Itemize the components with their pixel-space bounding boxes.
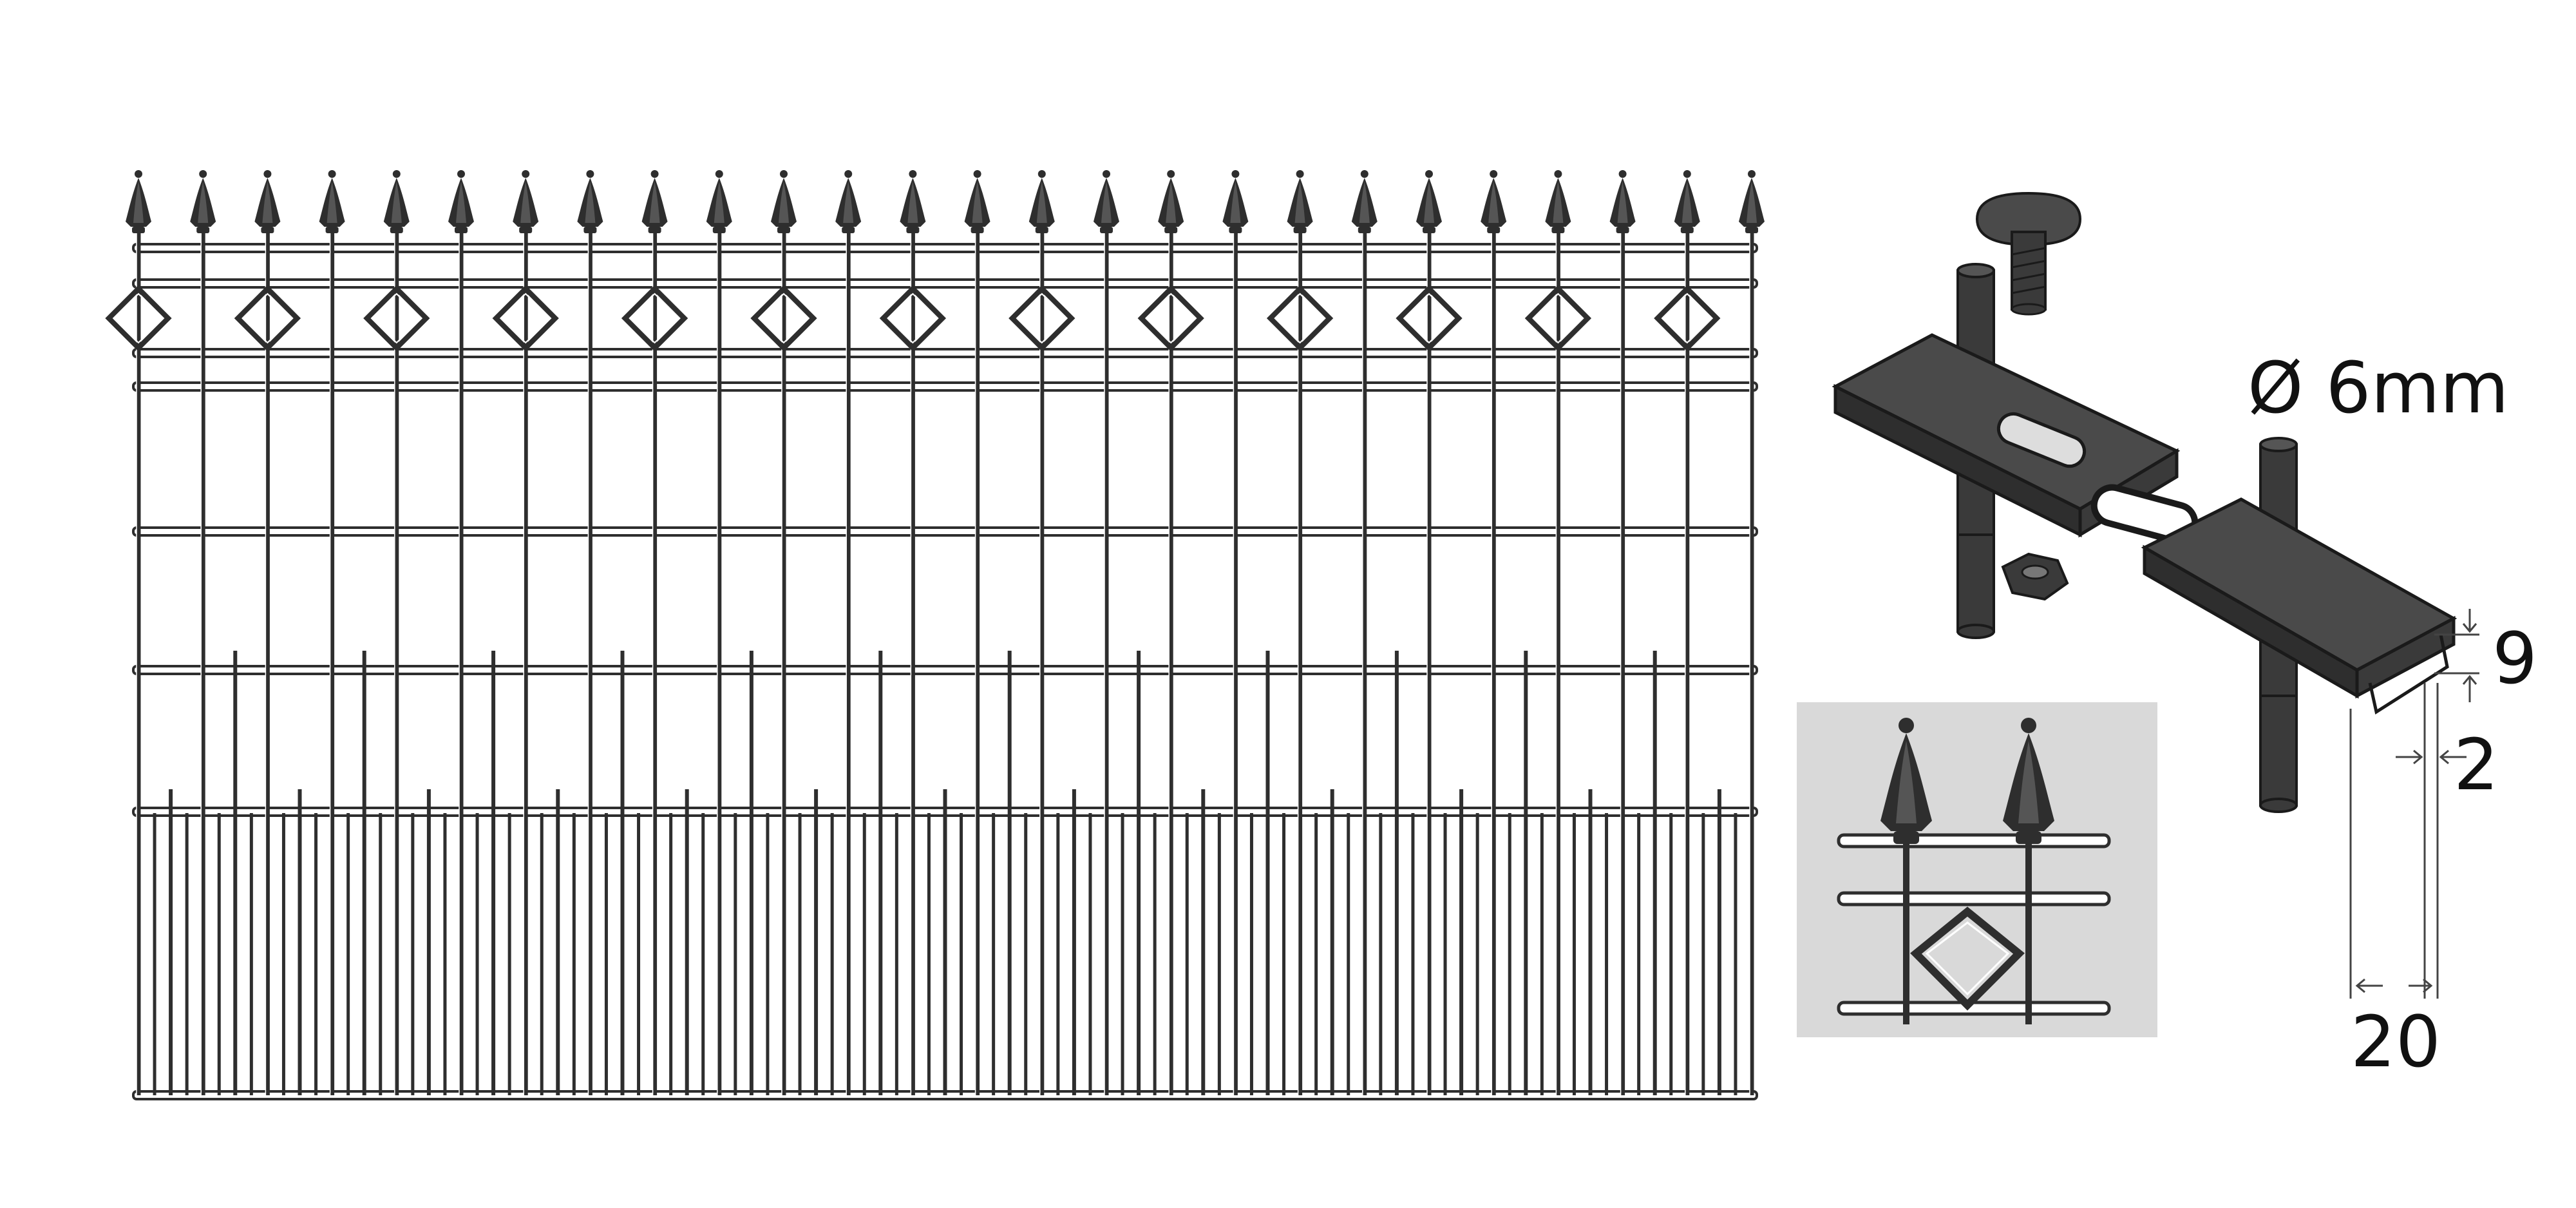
fence-panel [105,170,1765,1100]
inset-rail [1837,891,2111,906]
diamond-ornament [750,285,817,352]
spike-finial [448,170,474,233]
spike-finial [771,170,797,233]
hex-nut [2001,552,2069,601]
diamond-ornament [621,285,688,352]
clamp-right [2141,497,2458,715]
detail-inset [1797,702,2157,1037]
spike-finial [1094,170,1119,233]
diamond-ornament [492,285,559,352]
diamond-ornament [105,285,172,352]
diamond-inner [371,292,422,344]
horizontal-rail [132,665,1758,675]
dimension-lines [2349,609,2479,999]
fence-connector-assembly: Ø 6mm 9 2 20 [1832,191,2537,1083]
spike-finial [1674,170,1700,233]
thickness-dimension-label: 2 [2454,724,2499,806]
diamond-inner [758,292,810,344]
spike-finial [513,170,539,233]
diamond-ornament [1396,285,1463,352]
spike-finial [1739,170,1765,233]
horizontal-rail [132,381,1758,392]
spike-finial [126,170,151,233]
spike-finial [319,170,345,233]
diamond-inner [1145,292,1197,344]
inset-diamond-inner [1925,921,2010,996]
diamond-inner [887,292,938,344]
diamond-ornament [1654,285,1721,352]
height-dimension-label: 9 [2492,617,2537,700]
horizontal-rail [132,243,1758,253]
diamond-ornament [1524,285,1592,352]
inset-diamond [1910,906,2025,1011]
diamond-inner [1662,292,1713,344]
spike-finial [1222,170,1249,233]
spike-finial [835,170,862,233]
inset-rail [1837,1001,2111,1016]
diamond-inner [629,292,681,344]
spike-finial [1158,170,1184,233]
diamond-ornament [1009,285,1075,352]
horizontal-rail [132,348,1758,358]
diamond-ornament [363,285,430,352]
diamond-ornament [879,285,947,352]
diamond-inner [1532,292,1584,344]
spike-finial [190,170,216,233]
diamond-inner [1016,292,1068,344]
spike-finial [1609,170,1636,233]
spike-finial [706,170,732,233]
diamond-inner [1403,292,1455,344]
spike-finial [900,170,926,233]
diamond-inner [500,292,551,344]
inset-background [1797,702,2157,1037]
spike-finial [1028,170,1055,233]
inset-detail-drawing [1837,718,2111,1024]
rod-diameter-label: Ø 6mm [2248,347,2509,429]
spike-finial [1481,170,1507,233]
width-dimension-label: 20 [2351,1001,2441,1083]
carriage-bolt [1975,191,2082,316]
spike-finial [577,170,603,233]
spike-finial [1287,170,1313,233]
diamond-inner [113,292,164,344]
diamond-inner [242,292,293,344]
diamond-inner [1274,292,1326,344]
spike-finial [383,170,410,233]
spike-finial [1351,170,1378,233]
diamond-ornament [1266,285,1334,352]
spike-finial [641,170,668,233]
spike-finial [964,170,990,233]
spike-finial [1545,170,1571,233]
horizontal-rail [132,278,1758,289]
inset-rail [1837,833,2111,848]
horizontal-rail [132,526,1758,537]
spike-finial [254,170,281,233]
diamond-ornament [1137,285,1204,352]
diamond-ornament [234,285,301,352]
spike-finial [1416,170,1442,233]
